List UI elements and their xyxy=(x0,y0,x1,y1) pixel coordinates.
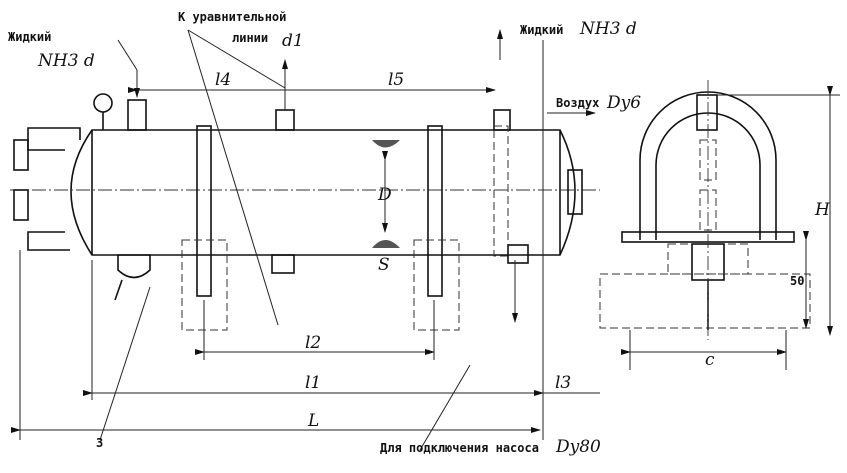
dim-l3: l3 xyxy=(555,373,571,393)
top-nozzles xyxy=(93,93,511,131)
pump-symbol: Dy80 xyxy=(555,437,601,457)
air-symbol: Dy6 xyxy=(606,93,641,113)
dim-l1: l1 xyxy=(305,373,321,393)
item-3-callout: 3 xyxy=(96,436,103,450)
side-view xyxy=(599,80,840,370)
dim-S: S xyxy=(378,255,390,275)
equalizing-symbol: d1 xyxy=(282,31,304,51)
dim-l2: l2 xyxy=(305,333,321,353)
supports xyxy=(114,125,529,331)
liquid-nh3-symbol-right: NH3 d xyxy=(579,19,637,39)
air-label: Воздух xyxy=(556,96,599,110)
dim-D: D xyxy=(377,185,392,205)
pump-label: Для подключения насоса xyxy=(380,441,539,455)
vessel-body xyxy=(10,127,600,256)
dim-L: L xyxy=(307,411,319,431)
liquid-nh3-symbol-left: NH3 d xyxy=(37,51,95,71)
dimension-lines xyxy=(11,29,600,451)
equalizing-line-label: К уравнительной xyxy=(178,10,286,24)
dim-50: 50 xyxy=(790,274,804,288)
pressure-gauge-icon xyxy=(93,93,113,113)
dim-H: H xyxy=(814,200,831,220)
liquid-nh3-label-left: Жидкий xyxy=(8,30,51,44)
dim-l4: l4 xyxy=(215,70,231,90)
dim-c: c xyxy=(705,350,715,370)
equalizing-line-label-2: линии xyxy=(232,31,268,45)
liquid-nh3-label-right: Жидкий xyxy=(520,23,563,37)
dim-l5: l5 xyxy=(388,70,404,90)
